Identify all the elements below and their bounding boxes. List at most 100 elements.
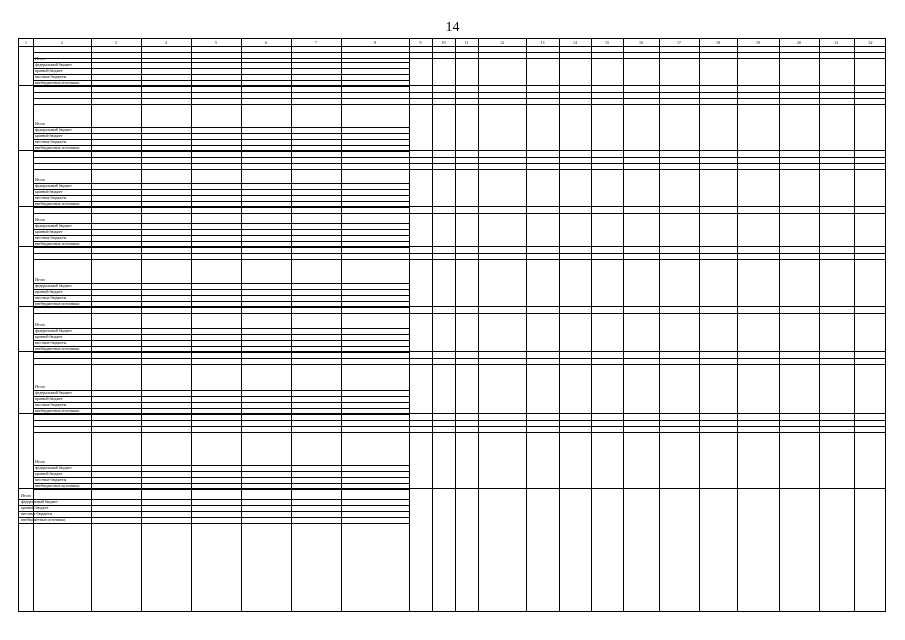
funding-row: местные бюджеты [33,235,409,242]
funding-source-label: Итого [35,459,46,464]
column-divider [91,39,92,611]
funding-row: Итого [33,384,409,391]
funding-row: Итого [33,322,409,329]
funding-source-label: Итого [21,493,32,498]
funding-source-label: федеральный бюджет [35,62,72,67]
funding-row: Итого [33,56,409,63]
funding-row: местные бюджеты [33,195,409,202]
funding-row: внебюджетные источники [33,346,409,353]
column-index: 1 [25,40,27,45]
grand-total-row: федеральный бюджет [19,499,409,506]
block-number-cell [19,86,33,150]
funding-source-label: внебюджетные источники [35,346,80,351]
column-index: 4 [165,40,167,45]
column-index: 9 [419,40,422,45]
block-number-cell [19,46,33,85]
funding-row: Итого [33,459,409,466]
funding-row: федеральный бюджет [33,390,409,397]
funding-row: краевой бюджет [33,289,409,296]
grand-total-row: внебюджетные источники [19,517,409,524]
program-header-line [33,307,885,314]
program-header-line [33,46,885,53]
funding-source-label: федеральный бюджет [35,127,72,132]
column-divider [291,39,292,611]
funding-source-label: местные бюджеты [35,295,67,300]
program-header-line [33,151,885,158]
block-number-cell [19,207,33,246]
funding-source-label: местные бюджеты [35,235,67,240]
funding-row: Итого [33,217,409,224]
funding-source-label: местные бюджеты [35,477,67,482]
program-header-line [33,52,885,59]
column-index: 14 [573,40,577,45]
funding-source-label: краевой бюджет [35,334,63,339]
column-divider [409,39,410,611]
funding-row: федеральный бюджет [33,283,409,290]
program-header-line [33,207,885,214]
funding-row: внебюджетные источники [33,145,409,152]
funding-source-label: федеральный бюджет [21,499,58,504]
funding-source-label: краевой бюджет [35,189,63,194]
funding-source-label: местные бюджеты [35,195,67,200]
funding-source-label: Итого [35,277,46,282]
funding-row: Итого [33,277,409,284]
funding-source-label: Итого [35,177,46,182]
program-header-line [33,358,885,365]
block-number-cell [19,307,33,351]
column-index: 6 [265,40,267,45]
funding-source-label: федеральный бюджет [35,328,72,333]
funding-source-label: Итого [35,384,46,389]
column-index: 17 [677,40,681,45]
funding-row: федеральный бюджет [33,328,409,335]
column-divider [737,39,738,611]
column-divider [779,39,780,611]
funding-row: внебюджетные источники [33,408,409,415]
column-index: 7 [315,40,317,45]
funding-source-label: местные бюджеты [35,139,67,144]
funding-source-label: Итого [35,56,46,61]
funding-row: внебюджетные источники [33,201,409,208]
block-number-cell [19,352,33,413]
funding-source-label: внебюджетные источники [35,483,80,488]
funding-source-label: краевой бюджет [35,396,63,401]
funding-row: внебюджетные источники [33,483,409,490]
funding-row: федеральный бюджет [33,465,409,472]
program-header-line [33,253,885,260]
funding-row: внебюджетные источники [33,301,409,308]
funding-source-label: внебюджетные источники [35,241,80,246]
funding-source-label: внебюджетные источники [35,145,80,150]
program-header-line [33,420,885,427]
column-divider [478,39,479,611]
funding-source-label: Итого [35,217,46,222]
column-divider [241,39,242,611]
column-divider [341,39,342,611]
funding-source-label: краевой бюджет [35,133,63,138]
column-index: 15 [605,40,609,45]
funding-row: местные бюджеты [33,402,409,409]
funding-row: местные бюджеты [33,139,409,146]
funding-source-label: краевой бюджет [35,68,63,73]
grand-total-row: Итого [19,493,409,500]
funding-source-label: местные бюджеты [35,340,67,345]
column-divider [191,39,192,611]
funding-source-label: Итого [35,121,46,126]
funding-source-label: внебюджетные источники [35,408,80,413]
funding-source-label: внебюджетные источники [35,201,80,206]
funding-row: федеральный бюджет [33,127,409,134]
column-index: 3 [115,40,117,45]
column-divider [559,39,560,611]
column-index: 11 [464,40,469,45]
column-index: 2 [61,40,63,45]
funding-row: местные бюджеты [33,340,409,347]
column-index: 5 [215,40,217,45]
column-index: 22 [868,40,873,45]
column-divider [141,39,142,611]
funding-source-label: краевой бюджет [35,289,63,294]
funding-row: местные бюджеты [33,477,409,484]
funding-source-label: местные бюджеты [35,402,67,407]
